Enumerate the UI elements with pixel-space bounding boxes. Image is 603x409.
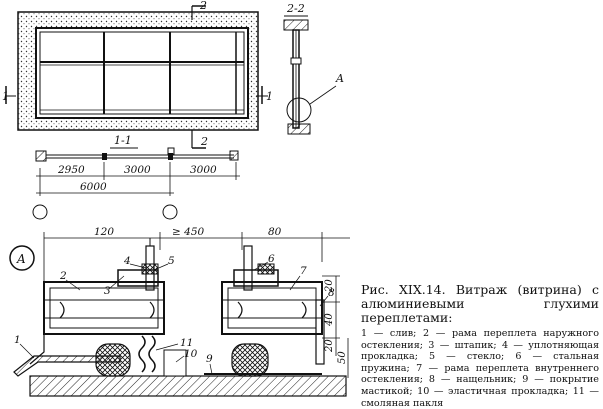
plan-dim-2: 3000 [124,164,151,176]
side-dim-50: 50 [337,351,348,364]
caption-title: Рис. XIX.14. Витраж (витрина) с алюминие… [361,282,599,325]
callout-1: 1 [14,334,21,346]
side-dim-20a: 20 [324,279,335,293]
callout-11: 11 [180,337,193,349]
plan-dim-3: 3000 [190,164,217,176]
section-2-2-title: 2-2 [286,2,305,15]
caption-legend: 1 — слив; 2 — рама переплета наружного о… [361,328,599,409]
callout-10: 10 [184,348,198,360]
callout-3: 3 [104,285,111,297]
axis-bubble-right [162,204,178,220]
callout-2: 2 [59,270,67,282]
detail-a-marker-circle [9,245,35,271]
detail-a-callout-circle [286,97,312,123]
side-dim-20b: 20 [324,339,335,353]
detail-dim-120: 120 [94,226,114,238]
window-elevation: 2 2 1 1 [2,0,273,149]
detail-dim-80: 80 [268,226,282,238]
callout-8: 8 [328,287,335,299]
section-mark-top: 2 [199,0,207,12]
detail-a-callout-label: A [335,72,344,85]
figure-caption: Рис. XIX.14. Витраж (витрина) с алюминие… [361,283,599,409]
section-mark-bottom: 2 [200,135,208,148]
callout-5: 5 [168,255,175,267]
section-mark-right: 1 [266,90,273,103]
section-mark-left: 1 [2,90,9,103]
detail-callouts: 1 2 3 4 5 6 7 8 9 10 11 [14,253,335,375]
callout-6: 6 [268,253,275,265]
detail-a: A 120 ≥ 450 80 20 40 20 50 [9,226,350,397]
detail-a-marker-label: A [16,252,26,266]
callout-9: 9 [206,353,213,365]
side-dim-40: 40 [324,313,335,327]
detail-dim-450: ≥ 450 [172,226,204,238]
plan-1-1: 1-1 2950 3000 3000 6000 [32,134,240,220]
plan-dim-1: 2950 [57,164,85,176]
callout-7: 7 [300,265,307,277]
callout-4: 4 [123,255,131,267]
section-2-2: 2-2 A [283,2,344,135]
plan-title: 1-1 [114,134,132,147]
plan-overall-dim: 6000 [80,181,107,193]
axis-bubble-left [32,204,48,220]
